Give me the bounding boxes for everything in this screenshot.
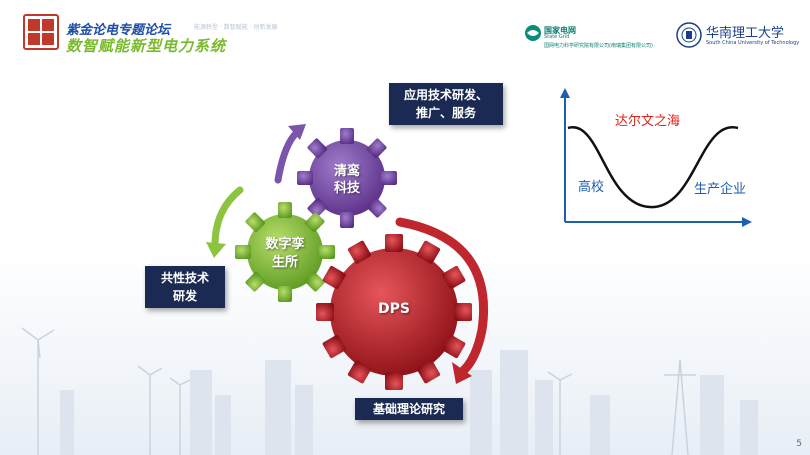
sgcc-logo-icon (525, 25, 541, 41)
scut-name: 华南理工大学 (706, 26, 785, 41)
digital-line1: 数字孪 (265, 237, 305, 252)
scut-english: South China University of Technology (706, 40, 800, 46)
qingluan-line1: 清鸾 (333, 164, 360, 179)
qingluan-gear-label: 清鸾 科技 (317, 163, 377, 197)
green-arrowhead (206, 242, 226, 258)
digital-twin-gear (235, 202, 335, 302)
darwin-sea-curve (567, 126, 739, 209)
y-axis-arrowhead (560, 88, 570, 98)
scut-emblem-icon (676, 22, 702, 48)
x-axis-arrowhead (742, 217, 752, 227)
darwin-sea-graph (560, 88, 752, 227)
dps-gear-label: DPS (378, 301, 410, 317)
application-line1: 应用技术研发、 (403, 88, 488, 102)
purple-arrowhead (288, 124, 306, 140)
digital-line2: 生所 (271, 255, 298, 270)
red-arrow (395, 217, 489, 377)
graph-title: 达尔文之海 (615, 114, 681, 129)
sgcc-english: State Grid (544, 34, 570, 40)
qingluan-gear (297, 128, 397, 228)
graph-left-label: 高校 (578, 180, 605, 195)
digital-twin-gear-label: 数字孪 生所 (250, 236, 320, 272)
graph-right-label: 生产企业 (694, 182, 747, 197)
forum-seal-logo (23, 14, 59, 50)
sgcc-name: 国家电网 (544, 26, 576, 35)
common-tech-box: 共性技术 研发 (145, 266, 225, 308)
city-skyline-background (21, 327, 758, 455)
forum-title: 紫金论电专题论坛 (66, 23, 171, 38)
red-arrowhead (452, 362, 472, 384)
qingluan-line2: 科技 (333, 181, 360, 196)
green-arrow (211, 186, 244, 249)
basic-research-box: 基础理论研究 (355, 398, 463, 420)
application-line2: 推广、服务 (415, 106, 476, 120)
common-line2: 研发 (172, 289, 197, 303)
sgcc-institute: 国网电力科学研究院有限公司(南瑞集团有限公司) (544, 43, 653, 49)
forum-subtitle: 能源转型 · 数智赋能 · 创新发展 (194, 24, 278, 31)
forum-theme: 数智赋能新型电力系统 (66, 37, 227, 55)
application-research-box: 应用技术研发、 推广、服务 (389, 83, 503, 125)
common-line1: 共性技术 (160, 271, 209, 285)
purple-arrow (274, 126, 304, 184)
page-number: 5 (796, 439, 802, 449)
dps-gear (316, 234, 472, 390)
